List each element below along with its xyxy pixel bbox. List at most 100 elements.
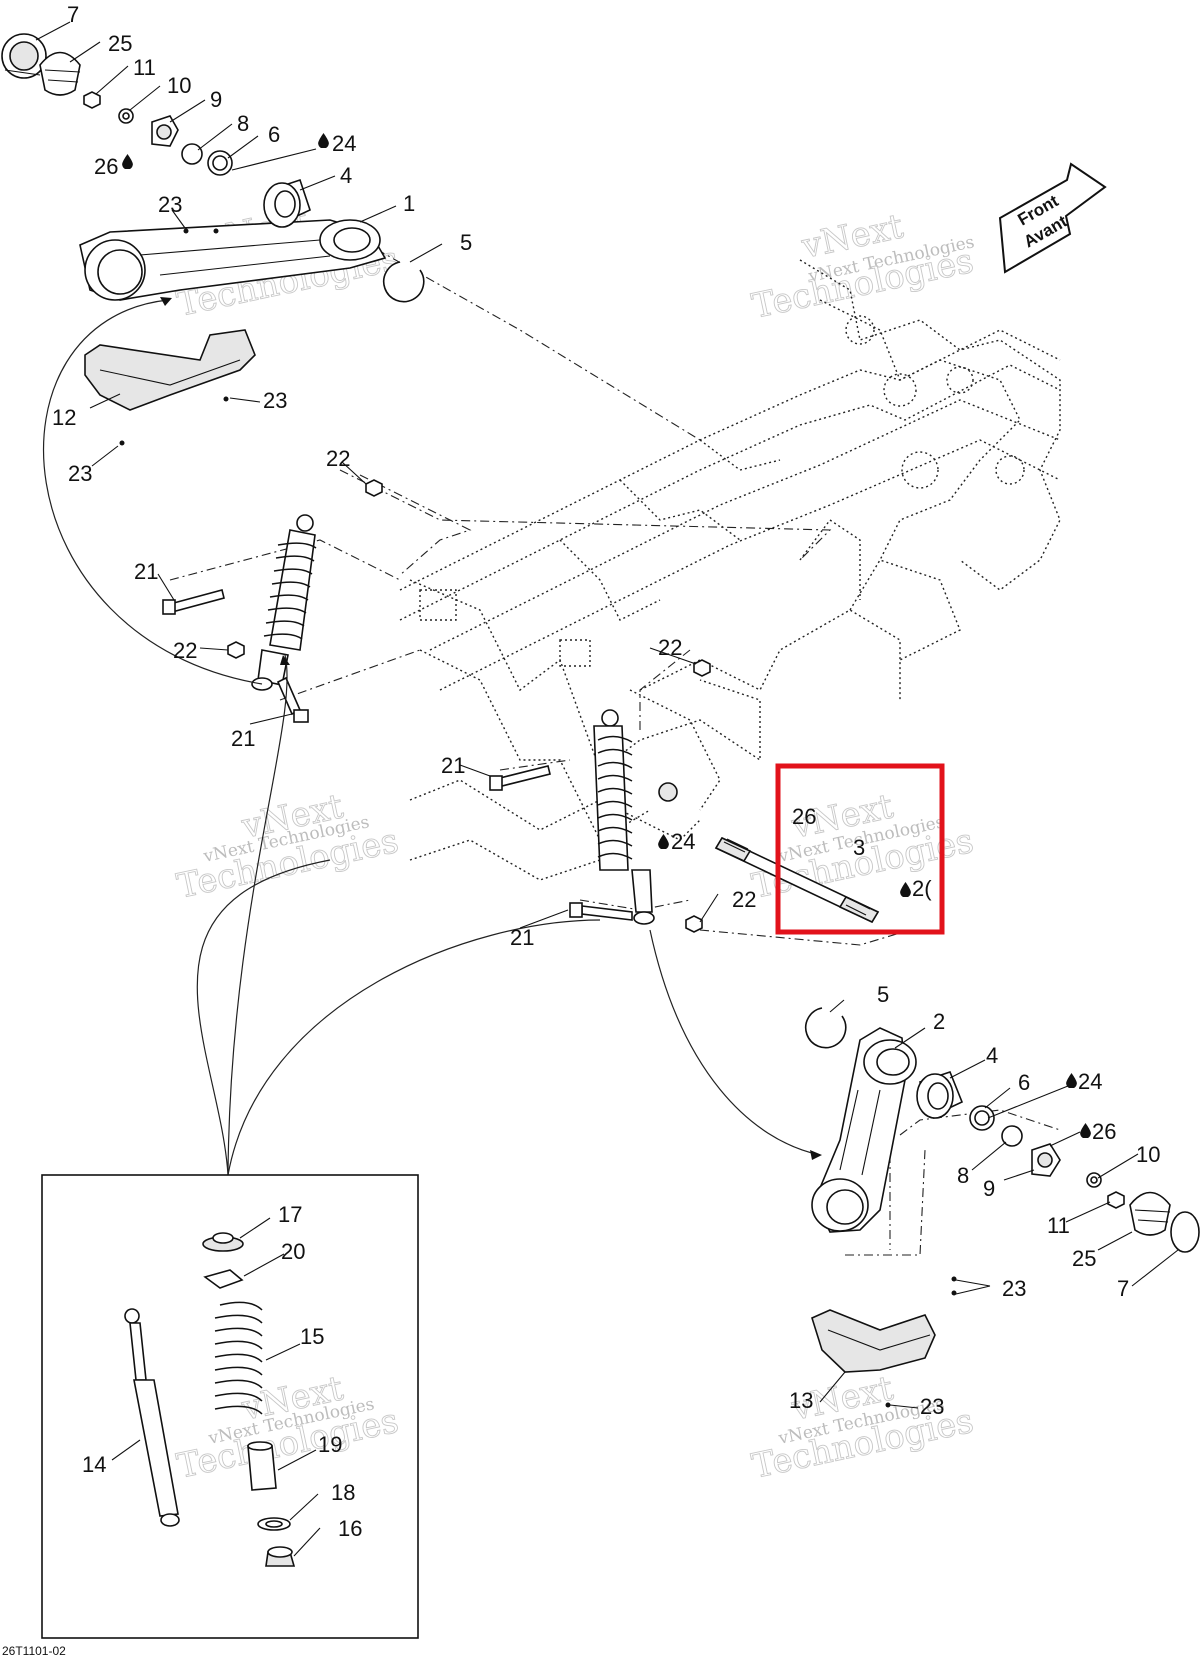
circlip-top xyxy=(383,261,425,303)
callout-4: 4 xyxy=(340,163,352,188)
nut-22-lower-right xyxy=(685,915,703,933)
clamp-ring-top xyxy=(39,51,81,96)
watermark-bottom-left: vNext vNext Technologies Technologies xyxy=(173,1368,402,1487)
bolt-21-mid xyxy=(489,765,551,791)
clamp-ring-bottom xyxy=(1129,1191,1171,1236)
oil-drop-icon xyxy=(900,882,911,897)
nut-top xyxy=(83,91,101,109)
screws-left-arm xyxy=(119,228,229,446)
circlip-bottom xyxy=(805,1007,847,1049)
hub-cap-top xyxy=(1,33,47,79)
shock-detail-panel xyxy=(41,1174,419,1639)
watermark-bottom-right: vNext vNext Technologies Technologies xyxy=(748,1368,977,1487)
leader-lines xyxy=(35,21,1179,1557)
bolt-21-lower-left xyxy=(276,676,309,723)
swing-arm-left xyxy=(79,219,387,301)
callout-16: 16 xyxy=(338,1516,362,1541)
callout-22: 22 xyxy=(326,446,350,471)
callout-21: 21 xyxy=(231,726,255,751)
grease-cap-24-mid xyxy=(658,782,678,802)
nut-22-mid-right xyxy=(693,659,711,677)
oil-drop-icon xyxy=(658,834,669,849)
screws-right-arm xyxy=(885,1276,957,1408)
routing-curves xyxy=(42,297,822,1176)
washer-bottom xyxy=(1086,1172,1102,1188)
pivot-shaft xyxy=(714,836,880,924)
washer-top xyxy=(118,108,134,124)
callout-2: 2 xyxy=(933,1009,945,1034)
callout-10: 10 xyxy=(167,73,191,98)
oil-drop-icon xyxy=(1066,1073,1077,1088)
bearing-cap-bottom xyxy=(1031,1143,1061,1177)
callout-26: 26 xyxy=(792,804,816,829)
bearing-top xyxy=(263,178,311,228)
seal-bottom xyxy=(969,1105,995,1131)
callout-11: 11 xyxy=(133,55,156,80)
callout-24: 24 xyxy=(332,131,356,156)
skid-plate-left xyxy=(84,329,256,411)
bearing-bottom xyxy=(916,1071,964,1119)
callout-12: 12 xyxy=(52,405,76,430)
callout-23: 23 xyxy=(158,192,182,217)
callout-labels: 7 25 11 10 9 8 6 24 26 4 1 23 5 23 12 23… xyxy=(52,2,1160,1541)
nut-22-left xyxy=(227,641,245,659)
callout-1: 1 xyxy=(403,191,415,216)
callout-10: 10 xyxy=(1136,1142,1160,1167)
callout-14: 14 xyxy=(82,1452,106,1477)
callout-8: 8 xyxy=(957,1163,969,1188)
shock-absorber-right xyxy=(593,709,655,925)
callout-6: 6 xyxy=(1018,1070,1030,1095)
shock-absorber-left xyxy=(251,514,317,691)
callout-15: 15 xyxy=(300,1324,324,1349)
callout-9: 9 xyxy=(210,87,222,112)
callout-7: 7 xyxy=(67,2,79,27)
callout-19: 19 xyxy=(318,1432,342,1457)
callout-7: 7 xyxy=(1117,1276,1129,1301)
watermark-mid-left: vNext vNext Technologies Technologies xyxy=(173,786,402,907)
callout-21: 21 xyxy=(510,925,534,950)
callout-13: 13 xyxy=(789,1388,813,1413)
callout-24: 24 xyxy=(1078,1069,1102,1094)
oring-top xyxy=(181,143,203,165)
callout-25: 25 xyxy=(108,31,132,56)
watermark-top-right: vNext vNext Technologies Technologies xyxy=(748,206,977,327)
swing-arm-right xyxy=(811,1027,917,1233)
bolt-21-lower-right xyxy=(569,902,633,921)
oil-drop-icon xyxy=(1080,1123,1091,1138)
callout-11: 11 xyxy=(1047,1213,1070,1238)
callout-9: 9 xyxy=(983,1176,995,1201)
callout-26: 26 xyxy=(1092,1119,1116,1144)
callout-20: 20 xyxy=(281,1239,305,1264)
callout-22: 22 xyxy=(173,638,197,663)
bolt-21-upper-left xyxy=(162,589,225,615)
callout-23: 23 xyxy=(920,1394,944,1419)
oring-bottom xyxy=(1001,1125,1023,1147)
callout-21: 21 xyxy=(441,753,465,778)
front-direction-arrow: Front Avant xyxy=(998,162,1107,274)
callout-17: 17 xyxy=(278,1202,302,1227)
callout-22: 22 xyxy=(732,887,756,912)
callout-25: 25 xyxy=(1072,1246,1096,1271)
figure-id: 26T1101-02 xyxy=(2,1644,66,1658)
callout-22: 22 xyxy=(658,635,682,660)
callout-21: 21 xyxy=(134,559,158,584)
oil-drop-icon xyxy=(122,154,133,169)
highlight-box xyxy=(775,763,945,935)
callout-23: 23 xyxy=(263,388,287,413)
nut-bottom xyxy=(1107,1191,1125,1209)
callout-5: 5 xyxy=(460,230,472,255)
callout-5: 5 xyxy=(877,982,889,1007)
callout-18: 18 xyxy=(331,1480,355,1505)
callout-4: 4 xyxy=(986,1043,998,1068)
callout-24: 24 xyxy=(671,829,695,854)
callout-3: 3 xyxy=(853,835,865,860)
callout-26-cut: 2( xyxy=(912,876,932,901)
seal-top xyxy=(207,150,233,176)
oil-drop-icon xyxy=(318,133,329,148)
skid-plate-right xyxy=(811,1309,936,1373)
hub-cap-bottom xyxy=(1170,1211,1200,1253)
callout-26: 26 xyxy=(94,154,118,179)
callout-6: 6 xyxy=(268,122,280,147)
nut-22-top xyxy=(365,479,383,497)
